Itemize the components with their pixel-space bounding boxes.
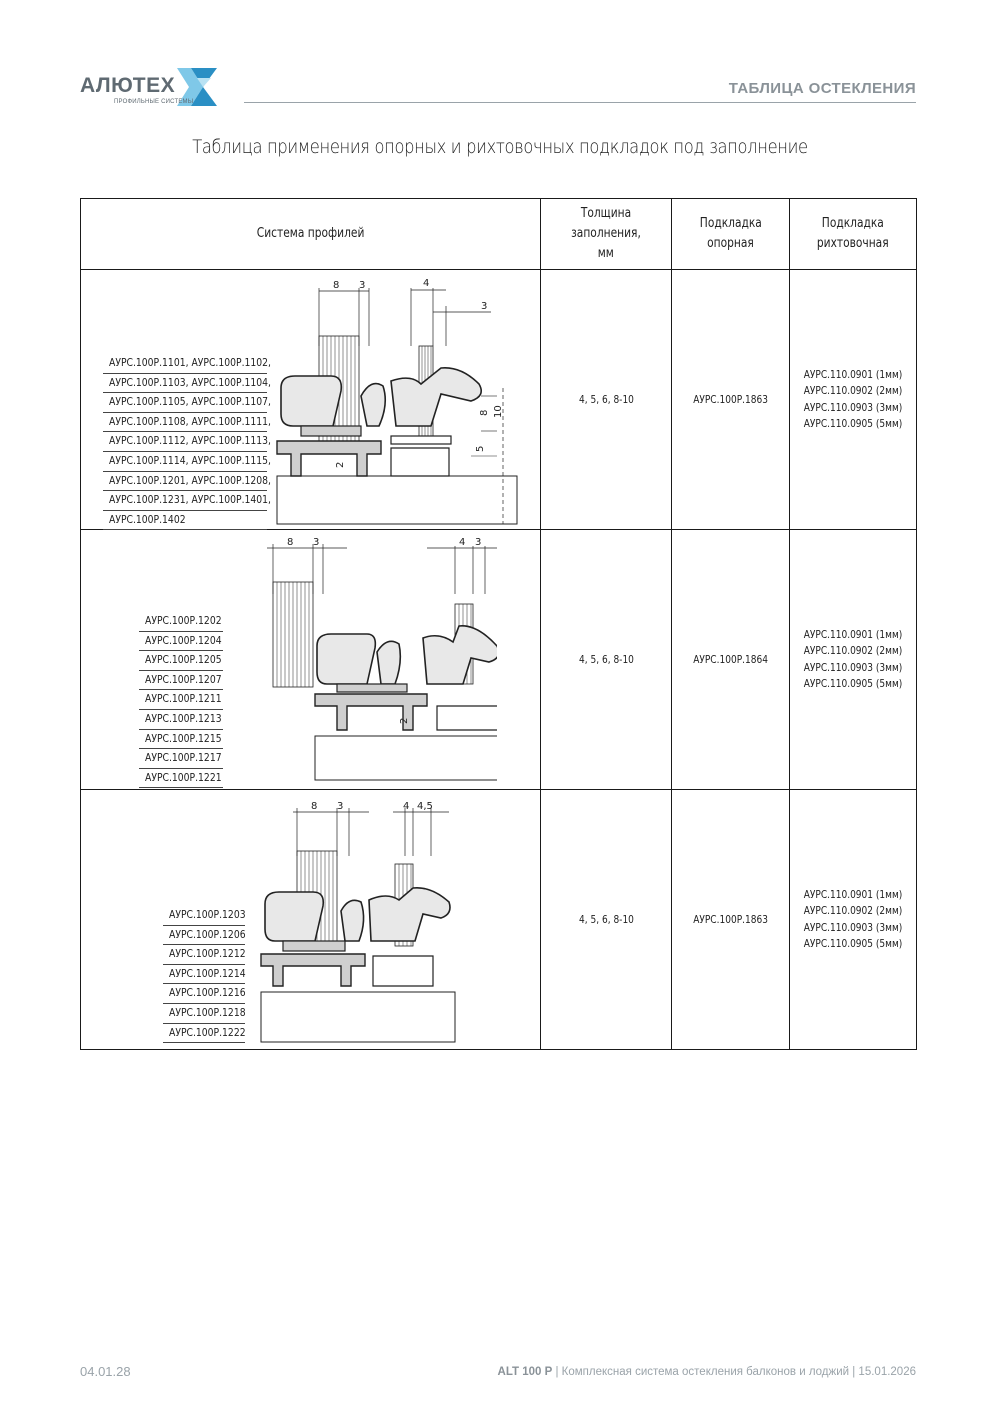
table-row: АУРС.100Р.1202 АУРС.100Р.1204 АУРС.100Р.… (80, 529, 917, 790)
footer-description: | Комплексная система остекления балконо… (552, 1366, 916, 1378)
section-title: ТАБЛИЦА ОСТЕКЛЕНИЯ (728, 80, 916, 97)
profile-code: АУРС.100Р.1103, АУРС.100Р.1104, (103, 374, 271, 394)
profile-code: АУРС.100Р.1216 (163, 984, 246, 1004)
logo-mark-icon (177, 68, 217, 106)
dim-label: 4 (423, 278, 429, 289)
profile-code: АУРС.100Р.1205 (139, 651, 223, 671)
header-support-pad: Подкладка опорная (671, 198, 790, 270)
dim-label: 3 (359, 280, 365, 291)
leveling-pad-item: АУРС.110.0903 (3мм) (803, 400, 903, 414)
profile-code: АУРС.100Р.1108, АУРС.100Р.1111, (103, 413, 271, 433)
logo-text: АЛЮТЕХ (80, 74, 176, 97)
profile-code: АУРС.100Р.1203 (163, 906, 246, 926)
profile-code: АУРС.100Р.1112, АУРС.100Р.1113, (103, 432, 271, 452)
system-cell: АУРС.100Р.1203 АУРС.100Р.1206 АУРС.100Р.… (80, 789, 541, 1050)
leveling-pad-cell: АУРС.110.0901 (1мм) АУРС.110.0902 (2мм) … (789, 529, 917, 790)
leveling-pad-item: АУРС.110.0902 (2мм) (803, 904, 903, 917)
profile-code: АУРС.100Р.1215 (139, 730, 223, 750)
profile-code-list: АУРС.100Р.1101, АУРС.100Р.1102, АУРС.100… (103, 354, 271, 531)
dim-label: 8 (287, 537, 293, 548)
profile-code: АУРС.100Р.1114, АУРС.100Р.1115, (103, 452, 271, 472)
profile-section-drawing: 8 3 4 3 (276, 278, 518, 525)
profile-code: АУРС.100Р.1105, АУРС.100Р.1107, (103, 393, 271, 413)
dim-label: 8 (333, 280, 339, 291)
profile-code-list: АУРС.100Р.1203 АУРС.100Р.1206 АУРС.100Р.… (163, 906, 246, 1044)
brand-logo: АЛЮТЕХ ПРОФИЛЬНЫЕ СИСТЕМЫ (80, 66, 220, 110)
glazing-table: Система профилей Толщина заполнения, мм … (80, 198, 917, 1050)
dim-label: 4 (403, 801, 409, 812)
leveling-pad-item: АУРС.110.0905 (5мм) (803, 937, 903, 950)
leveling-pad-item: АУРС.110.0905 (5мм) (803, 417, 903, 430)
system-cell: АУРС.100Р.1202 АУРС.100Р.1204 АУРС.100Р.… (80, 529, 541, 790)
dim-label: 8 (311, 801, 317, 812)
table-row: АУРС.100Р.1101, АУРС.100Р.1102, АУРС.100… (80, 269, 917, 531)
table-row: АУРС.100Р.1203 АУРС.100Р.1206 АУРС.100Р.… (80, 789, 917, 1050)
dim-label: 4,5 (417, 801, 433, 812)
profile-code: АУРС.100Р.1201, АУРС.100Р.1208, (103, 472, 271, 492)
thickness-cell: 4, 5, 6, 8-10 (540, 789, 672, 1050)
header-system: Система профилей (80, 198, 541, 270)
dim-label: 8 (479, 410, 490, 416)
profile-code: АУРС.100Р.1212 (163, 945, 246, 965)
leveling-pad-item: АУРС.110.0901 (1мм) (803, 367, 903, 381)
page-title: Таблица применения опорных и рихтовочных… (192, 136, 808, 158)
dim-label: 10 (493, 405, 504, 418)
profile-code-list: АУРС.100Р.1202 АУРС.100Р.1204 АУРС.100Р.… (139, 612, 223, 789)
leveling-pad-item: АУРС.110.0903 (3мм) (803, 920, 903, 934)
profile-code: АУРС.100Р.1222 (163, 1024, 246, 1044)
system-cell: АУРС.100Р.1101, АУРС.100Р.1102, АУРС.100… (80, 269, 541, 531)
support-pad-cell: АУРС.100Р.1863 (671, 269, 790, 530)
profile-code: АУРС.100Р.1211 (139, 690, 223, 710)
thickness-cell: 4, 5, 6, 8-10 (540, 529, 672, 790)
profile-section-drawing: 8 3 4 3 8 10 5 (267, 537, 497, 781)
dim-label: 3 (475, 537, 481, 548)
leveling-pad-cell: АУРС.110.0901 (1мм) АУРС.110.0902 (2мм) … (789, 269, 917, 530)
leveling-pad-cell: АУРС.110.0901 (1мм) АУРС.110.0902 (2мм) … (789, 789, 917, 1050)
profile-code: АУРС.100Р.1101, АУРС.100Р.1102, (103, 354, 271, 374)
footer-info: ALT 100 P | Комплексная система остеклен… (498, 1366, 916, 1378)
leveling-pad-item: АУРС.110.0905 (5мм) (803, 677, 903, 690)
profile-code: АУРС.100Р.1231, АУРС.100Р.1401, (103, 491, 271, 511)
dim-label: 4 (459, 537, 465, 548)
header-leveling-pad: Подкладка рихтовочная (789, 198, 917, 270)
page-number: 04.01.28 (80, 1364, 131, 1379)
support-pad-cell: АУРС.100Р.1864 (671, 529, 790, 790)
leveling-pad-item: АУРС.110.0901 (1мм) (803, 887, 903, 901)
leveling-pad-item: АУРС.110.0903 (3мм) (803, 660, 903, 674)
dim-label: 3 (481, 301, 487, 312)
leveling-pad-item: АУРС.110.0902 (2мм) (803, 384, 903, 397)
profile-code: АУРС.100Р.1221 (139, 769, 223, 789)
profile-code: АУРС.100Р.1204 (139, 632, 223, 652)
profile-code: АУРС.100Р.1217 (139, 749, 223, 769)
leveling-pad-item: АУРС.110.0902 (2мм) (803, 644, 903, 657)
profile-code: АУРС.100Р.1218 (163, 1004, 246, 1024)
table-header-row: Система профилей Толщина заполнения, мм … (80, 198, 917, 270)
header-divider (244, 102, 916, 103)
header-thickness: Толщина заполнения, мм (540, 198, 672, 270)
profile-code: АУРС.100Р.1213 (139, 710, 223, 730)
profile-section-drawing: 8 3 4 4,5 (260, 801, 456, 1043)
dim-label: 5 (475, 446, 486, 452)
dim-label: 2 (399, 718, 410, 724)
profile-code: АУРС.100Р.1214 (163, 965, 246, 985)
dim-label: 3 (337, 801, 343, 812)
thickness-cell: 4, 5, 6, 8-10 (540, 269, 672, 530)
support-pad-cell: АУРС.100Р.1863 (671, 789, 790, 1050)
profile-code: АУРС.100Р.1402 (103, 511, 267, 531)
dim-label: 3 (313, 537, 319, 548)
dim-label: 2 (335, 462, 346, 468)
profile-code: АУРС.100Р.1206 (163, 926, 246, 946)
profile-code: АУРС.100Р.1202 (139, 612, 223, 632)
profile-code: АУРС.100Р.1207 (139, 671, 223, 691)
leveling-pad-item: АУРС.110.0901 (1мм) (803, 627, 903, 641)
logo-subtitle: ПРОФИЛЬНЫЕ СИСТЕМЫ (114, 99, 194, 105)
product-name: ALT 100 P (497, 1366, 553, 1378)
